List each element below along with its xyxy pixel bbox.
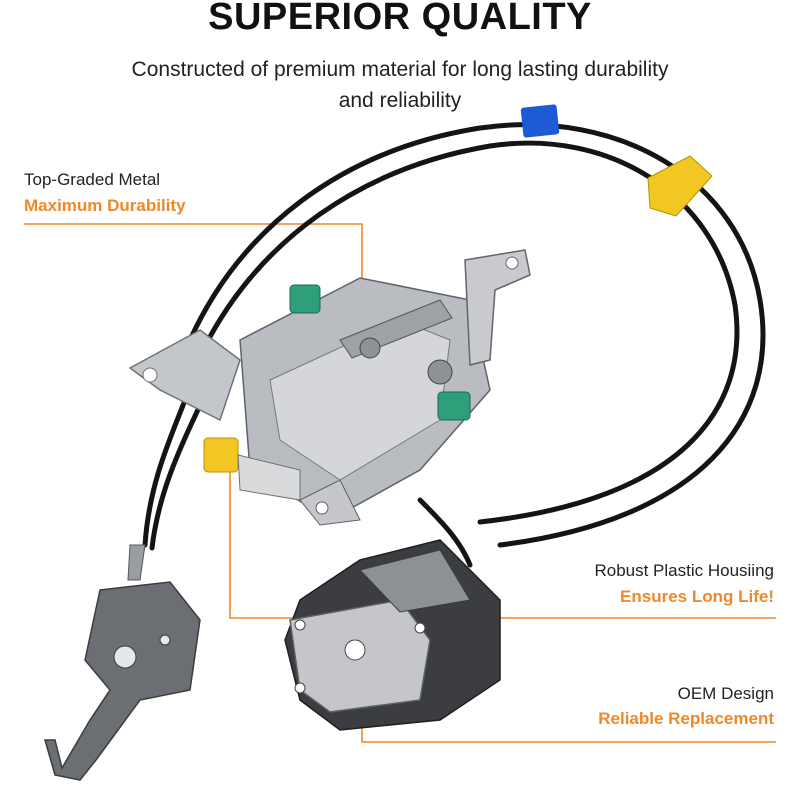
leader-line-housing xyxy=(229,470,776,619)
right-latch xyxy=(284,539,501,731)
subtitle-line-2: and reliability xyxy=(338,89,462,112)
callout-oem-heading: OEM Design xyxy=(677,684,774,703)
subtitle-line-1: Constructed of premium material for long… xyxy=(131,58,669,81)
yellow-cable-clip xyxy=(647,155,713,217)
leader-line-metal xyxy=(24,223,363,278)
callout-housing-highlight: Ensures Long Life! xyxy=(620,587,774,606)
callout-metal-highlight: Maximum Durability xyxy=(24,196,186,215)
callout-metal-heading: Top-Graded Metal xyxy=(24,170,161,189)
callout-oem-highlight: Reliable Replacement xyxy=(598,709,774,728)
callout-housing-heading: Robust Plastic Housiing xyxy=(594,561,774,580)
page-subtitle: Constructed of premium material for long… xyxy=(60,54,740,116)
page-title: SUPERIOR QUALITY xyxy=(208,0,592,38)
blue-tape-marker xyxy=(520,104,560,138)
left-latch xyxy=(44,544,201,781)
main-latch-assembly xyxy=(128,249,531,526)
